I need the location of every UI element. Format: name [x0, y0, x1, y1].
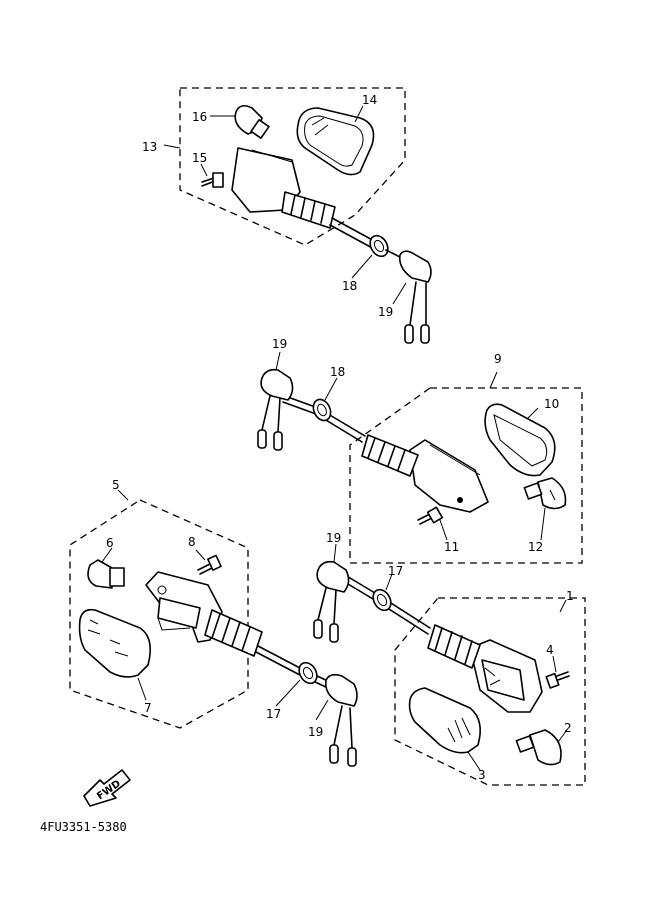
connector-19-top	[398, 250, 432, 344]
housing-13	[231, 147, 336, 229]
callout-5: 5	[112, 478, 120, 492]
lens-3	[408, 687, 481, 754]
callout-17-left: 17	[266, 707, 281, 721]
bulb-6	[87, 559, 125, 589]
lens-7	[78, 608, 151, 678]
assembly-13	[163, 87, 432, 344]
screw-11	[417, 506, 444, 525]
screw-15	[201, 172, 224, 188]
callout-7: 7	[144, 701, 152, 715]
callout-18-mid: 18	[330, 365, 345, 379]
callout-4: 4	[546, 643, 554, 657]
callout-19-top: 19	[378, 305, 393, 319]
grommet-18-top	[369, 234, 389, 258]
grommet-17-right	[372, 588, 392, 612]
bulb-12	[523, 477, 567, 510]
callout-15: 15	[192, 151, 207, 165]
callout-12: 12	[528, 540, 543, 554]
callout-19-right: 19	[326, 531, 341, 545]
connector-19-right	[313, 560, 350, 643]
callout-6: 6	[106, 536, 114, 550]
callout-3: 3	[478, 768, 486, 782]
screw-4	[545, 671, 570, 689]
callout-13: 13	[142, 140, 157, 154]
housing-9	[361, 434, 489, 513]
bulb-16	[234, 104, 270, 139]
callout-1: 1	[566, 589, 574, 603]
lens-14	[296, 107, 375, 176]
connector-19-mid	[257, 368, 294, 451]
assembly-9	[257, 351, 583, 564]
assembly-5	[69, 489, 358, 767]
housing-5	[145, 571, 263, 657]
callout-14: 14	[362, 93, 377, 107]
assembly-1	[313, 543, 586, 786]
grommet-18-mid	[312, 398, 332, 422]
callout-9: 9	[494, 352, 502, 366]
callout-18-top: 18	[342, 279, 357, 293]
callout-16: 16	[192, 110, 207, 124]
callout-2: 2	[564, 721, 572, 735]
bulb-2	[515, 729, 562, 766]
part-code: 4FU3351-5380	[40, 820, 127, 834]
lens-10	[484, 403, 556, 477]
housing-1	[427, 624, 543, 713]
callout-11: 11	[444, 540, 459, 554]
fwd-arrow-icon: FWD	[83, 769, 131, 807]
callout-10: 10	[544, 397, 559, 411]
callout-19-mid: 19	[272, 337, 287, 351]
screw-8	[197, 554, 222, 575]
callout-17-right: 17	[388, 564, 403, 578]
connector-19-left	[324, 673, 358, 767]
grommet-17-left	[298, 661, 318, 685]
callout-8: 8	[188, 535, 196, 549]
callout-19-left: 19	[308, 725, 323, 739]
